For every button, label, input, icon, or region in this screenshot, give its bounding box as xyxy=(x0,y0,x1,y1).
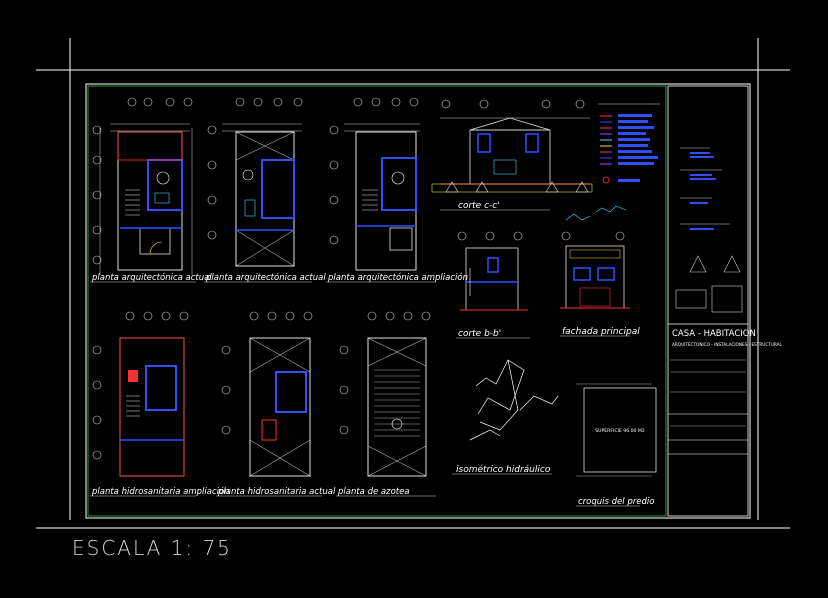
plan-3-title: planta arquitectónica ampliación xyxy=(327,272,468,283)
facade-title: fachada principal xyxy=(562,327,640,337)
site-sketch: SUPERFICIE 96.00 M2 croquis del predio xyxy=(576,383,657,507)
plan-4-title: planta hidrosanitaria ampliación xyxy=(91,486,230,497)
plan-hidrosanitaria-actual: planta hidrosanitaria actual xyxy=(216,311,336,497)
plan-1-title: planta arquitectónica actual xyxy=(91,272,212,283)
plan-2-title: planta arquitectónica actual xyxy=(205,272,326,283)
title-block: CASA - HABITACION ARQUITECTONICO - INSTA… xyxy=(667,85,783,517)
project-title: CASA - HABITACION xyxy=(672,329,756,339)
section-c-c: corte c-c' xyxy=(431,99,593,211)
scale-label: ESCALA 1: 75 xyxy=(72,536,232,560)
facade: fachada principal xyxy=(560,231,640,337)
plan-arquitectonica-ampliacion: planta arquitectónica ampliación xyxy=(326,97,468,283)
plan-arquitectonica-actual-2: planta arquitectónica actual xyxy=(204,97,326,283)
section-cc-title: corte c-c' xyxy=(458,201,500,211)
section-bb-title: corte b-b' xyxy=(458,329,501,339)
plan-6-title: planta de azotea xyxy=(337,487,410,497)
isometric-hydraulic: isométrico hidráulico xyxy=(452,359,559,475)
section-b-b: corte b-b' xyxy=(456,231,530,339)
sheet-frame xyxy=(36,38,790,529)
iso-title: isométrico hidráulico xyxy=(456,464,551,475)
drawing-area-border xyxy=(87,85,667,517)
plan-5-title: planta hidrosanitaria actual xyxy=(217,487,336,497)
plan-de-azotea: planta de azotea xyxy=(336,311,436,497)
legend-table xyxy=(598,103,660,184)
project-subtitle: ARQUITECTONICO - INSTALACIONES - ESTRUCT… xyxy=(672,342,783,347)
site-box-label: SUPERFICIE 96.00 M2 xyxy=(595,428,645,434)
plan-arquitectonica-actual-1: planta arquitectónica actual xyxy=(90,97,212,283)
site-title: croquis del predio xyxy=(578,497,654,507)
plan-hidrosanitaria-ampliacion: planta hidrosanitaria ampliación xyxy=(90,311,230,497)
detail-sketches xyxy=(565,205,627,221)
